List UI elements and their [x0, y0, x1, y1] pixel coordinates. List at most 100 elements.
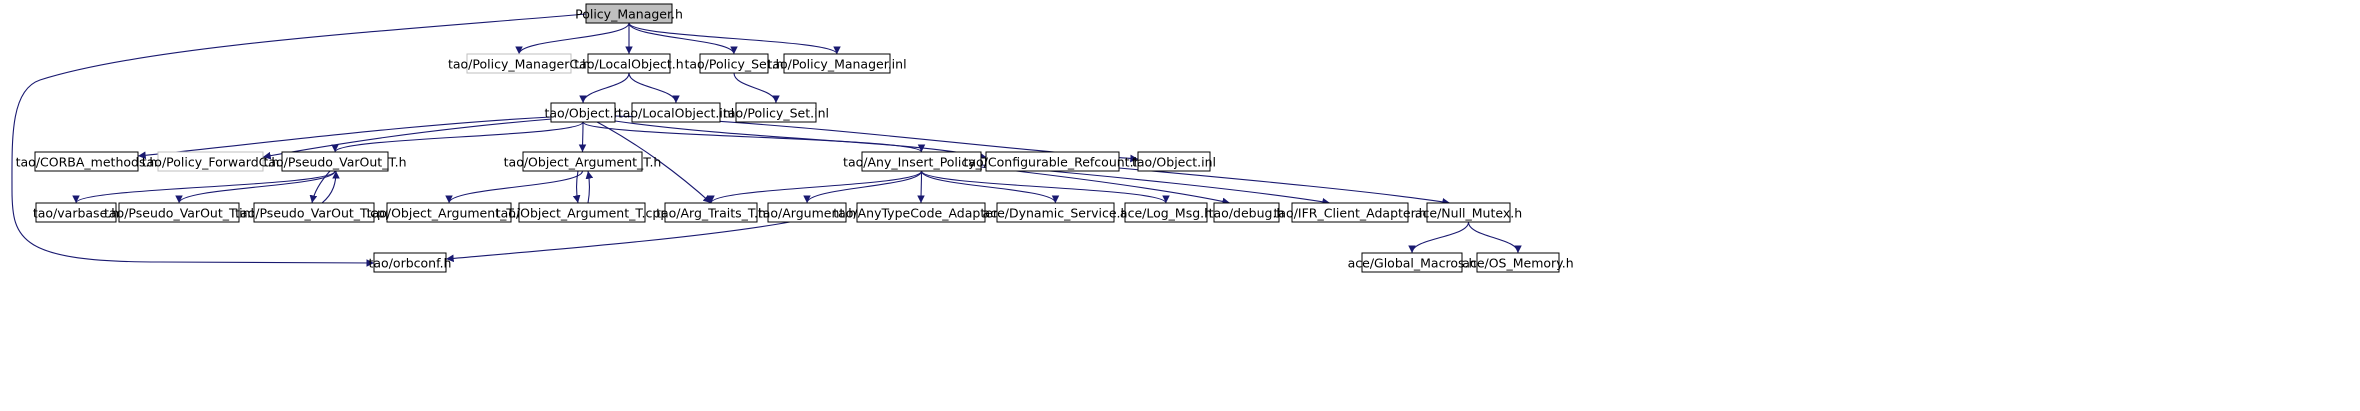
node-dynamic_service[interactable]: ace/Dynamic_Service.h	[983, 202, 1129, 223]
node-box	[631, 102, 721, 123]
node-log_msg[interactable]: ace/Log_Msg.h	[1120, 202, 1212, 223]
edge-pseudo_varout_h-to-pseudo_varout_cpp	[309, 170, 331, 204]
node-policy_managerc[interactable]: tao/Policy_ManagerC.h	[448, 53, 590, 74]
node-corba_methods[interactable]: tao/CORBA_methods.h	[16, 151, 158, 172]
edge-object_argument_cpp-to-object_argument_h	[585, 170, 594, 204]
edges-layer	[11, 13, 1522, 267]
node-arg_traits[interactable]: tao/Arg_Traits_T.h	[656, 202, 766, 223]
node-label: tao/debug.h	[1209, 206, 1285, 221]
node-box	[386, 202, 512, 223]
node-box	[783, 53, 891, 74]
edge-null_mutex-to-global_macros	[1408, 221, 1470, 254]
node-label: ace/Dynamic_Service.h	[983, 206, 1129, 221]
edge-localobject_h-to-object_h	[579, 72, 630, 104]
node-box	[1426, 202, 1511, 223]
node-pseudo_varout_h[interactable]: tao/Pseudo_VarOut_T.h	[263, 151, 407, 172]
edge-root-to-policy_set_h	[628, 22, 738, 55]
edge-root-to-policy_managerc	[515, 22, 630, 55]
node-label: tao/Object.inl	[1132, 155, 1216, 170]
edge-object_h-to-configurable_refcount	[614, 120, 987, 160]
node-label: tao/Policy_Set.inl	[723, 106, 829, 121]
node-global_macros[interactable]: ace/Global_Macros.h	[1348, 252, 1477, 273]
edge-object_h-to-any_insert	[582, 121, 926, 153]
node-localobject_inl[interactable]: tao/LocalObject.inl	[618, 102, 734, 123]
edge-pseudo_varout_cpp-to-pseudo_varout_h	[321, 170, 340, 204]
node-root[interactable]: Policy_Manager.h	[575, 3, 683, 24]
node-label: tao/Object.h	[544, 106, 621, 121]
nodes-layer: Policy_Manager.htao/Policy_ManagerC.htao…	[16, 3, 1574, 273]
node-box	[35, 202, 117, 223]
node-object_argument_cpp[interactable]: tao/Object_Argument_T.cpp	[496, 202, 669, 223]
node-box	[996, 202, 1115, 223]
node-object_argument_h[interactable]: tao/Object_Argument_T.h	[504, 151, 662, 172]
edge-pseudo_varout_h-to-pseudo_varout_inl	[175, 170, 336, 204]
node-argument_h[interactable]: tao/Argument.h	[758, 202, 856, 223]
node-label: tao/Configurable_Refcount.h	[964, 155, 1142, 170]
edge-any_insert-to-dynamic_service	[920, 170, 1060, 204]
node-policy_set_inl[interactable]: tao/Policy_Set.inl	[723, 102, 829, 123]
node-box	[861, 151, 982, 172]
node-box	[1476, 252, 1560, 273]
node-label: ace/Global_Macros.h	[1348, 256, 1477, 271]
node-label: tao/Policy_ManagerC.h	[448, 57, 590, 72]
node-null_mutex[interactable]: ace/Null_Mutex.h	[1415, 202, 1522, 223]
node-label: tao/Pseudo_VarOut_T.cpp	[235, 206, 393, 221]
node-box	[34, 151, 139, 172]
node-pseudo_varout_inl[interactable]: tao/Pseudo_VarOut_T.inl	[104, 202, 254, 223]
node-policy_manager_inl[interactable]: tao/Policy_Manager.inl	[767, 53, 907, 74]
node-label: tao/Object_Argument_T.inl	[367, 206, 532, 221]
edge-any_insert-to-anytypecode_adapter	[917, 170, 925, 204]
node-box	[1213, 202, 1280, 223]
node-box	[587, 53, 671, 74]
edge-configurable_refcount-to-null_mutex	[1118, 167, 1451, 206]
node-label: tao/Argument.h	[758, 206, 856, 221]
node-localobject_h[interactable]: tao/LocalObject.h	[574, 53, 684, 74]
node-object_inl[interactable]: tao/Object.inl	[1132, 151, 1216, 172]
node-box	[1361, 252, 1463, 273]
edge-object_argument_h-to-object_argument_cpp	[572, 170, 581, 204]
node-box	[522, 151, 643, 172]
node-label: ace/OS_Memory.h	[1462, 256, 1573, 271]
node-label: tao/AnyTypeCode_Adapter.h	[833, 206, 1009, 221]
node-label: tao/Object_Argument_T.h	[504, 155, 662, 170]
node-box	[518, 202, 646, 223]
node-label: tao/LocalObject.inl	[618, 106, 734, 121]
node-box	[118, 202, 240, 223]
node-object_argument_inl[interactable]: tao/Object_Argument_T.inl	[367, 202, 532, 223]
node-policy_forwardc[interactable]: tao/Policy_ForwardC.h	[142, 151, 280, 172]
node-anytypecode_adapter[interactable]: tao/AnyTypeCode_Adapter.h	[833, 202, 1009, 223]
edge-object_h-to-arg_traits	[596, 121, 712, 204]
node-box	[466, 53, 572, 74]
edge-pseudo_varout_h-to-varbase	[72, 170, 336, 204]
node-debug_h[interactable]: tao/debug.h	[1209, 202, 1285, 223]
node-box	[735, 102, 817, 123]
node-label: tao/CORBA_methods.h	[16, 155, 158, 170]
node-orbconf[interactable]: tao/orbconf.h	[369, 252, 452, 273]
node-label: tao/Pseudo_VarOut_T.h	[263, 155, 406, 170]
node-configurable_refcount[interactable]: tao/Configurable_Refcount.h	[964, 151, 1142, 172]
node-label: tao/Policy_ForwardC.h	[142, 155, 280, 170]
node-label: tao/LocalObject.h	[574, 57, 683, 72]
edge-argument_h-to-orbconf	[445, 221, 791, 263]
node-box	[856, 202, 986, 223]
node-any_insert[interactable]: tao/Any_Insert_Policy_T.h	[843, 151, 1000, 172]
node-varbase[interactable]: tao/varbase.h	[33, 202, 119, 223]
node-object_h[interactable]: tao/Object.h	[544, 102, 622, 123]
node-box	[1124, 202, 1208, 223]
node-policy_set_h[interactable]: tao/Policy_Set.h	[684, 53, 784, 74]
node-label: tao/orbconf.h	[369, 256, 452, 271]
node-box	[373, 252, 447, 273]
node-box	[1137, 151, 1211, 172]
node-label: tao/Pseudo_VarOut_T.inl	[104, 206, 254, 221]
node-ifr_client_adapter[interactable]: tao/IFR_Client_Adapter.h	[1273, 202, 1427, 223]
node-box	[281, 151, 389, 172]
node-box	[1291, 202, 1409, 223]
edge-policy_set_h-to-policy_set_inl	[733, 72, 780, 104]
edge-localobject_h-to-localobject_inl	[628, 72, 680, 104]
node-label: ace/Log_Msg.h	[1120, 206, 1212, 221]
node-box	[157, 151, 264, 172]
edge-any_insert-to-log_msg	[920, 170, 1170, 204]
node-pseudo_varout_cpp[interactable]: tao/Pseudo_VarOut_T.cpp	[235, 202, 393, 223]
node-os_memory[interactable]: ace/OS_Memory.h	[1462, 252, 1574, 273]
